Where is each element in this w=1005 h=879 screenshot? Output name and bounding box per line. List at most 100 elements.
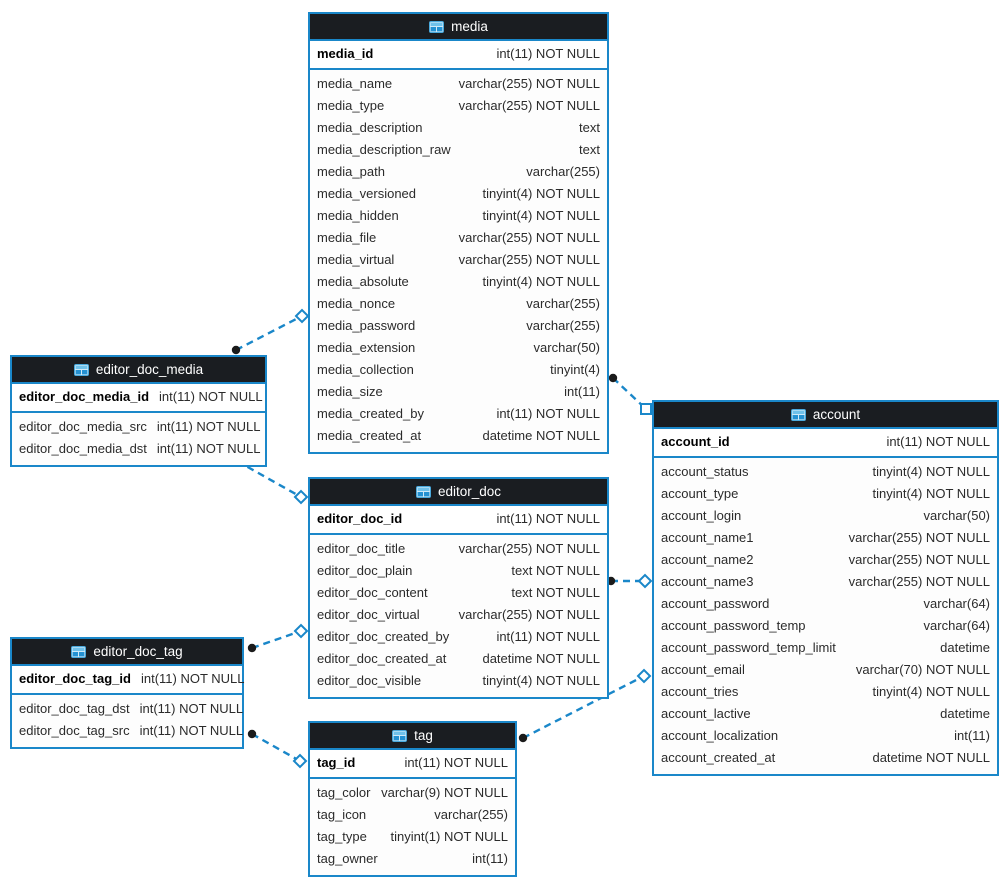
table-header[interactable]: editor_doc_media (12, 357, 265, 384)
table-header[interactable]: tag (310, 723, 515, 750)
relationship-editor_doc_tag-to-tag[interactable] (247, 729, 308, 769)
relationship-editor_doc-to-account[interactable] (606, 573, 653, 589)
column-name: media_absolute (317, 274, 409, 289)
column-name: account_password_temp_limit (661, 640, 836, 655)
column-name: editor_doc_tag_id (19, 671, 131, 686)
table-icon-wrap (429, 20, 445, 33)
table-header[interactable]: editor_doc_tag (12, 639, 242, 666)
table-grid-icon (415, 485, 431, 498)
relationship-line[interactable] (236, 459, 302, 499)
column-type: int(11) NOT NULL (496, 406, 600, 421)
column-name: editor_doc_created_at (317, 651, 447, 666)
column-type: int(11) (954, 728, 990, 743)
relationship-endpoint-dot (247, 643, 257, 653)
column-name: account_id (661, 434, 730, 449)
table-header[interactable]: media (310, 14, 607, 41)
table-header[interactable]: account (654, 402, 997, 429)
table-header[interactable]: editor_doc (310, 479, 607, 506)
table-grid-icon (392, 729, 408, 742)
relationship-endpoint-diamond (293, 489, 309, 505)
table-grid-icon (429, 20, 445, 33)
column-name: account_name3 (661, 574, 754, 589)
relationship-endpoint-dot (247, 729, 257, 739)
column-type: varchar(255) NOT NULL (458, 541, 600, 556)
relationship-media-to-account[interactable] (608, 373, 652, 415)
relationship-line[interactable] (251, 629, 302, 650)
relationship-line[interactable] (522, 674, 645, 740)
column-type: int(11) NOT NULL (404, 755, 508, 770)
column-type: int(11) NOT NULL (156, 419, 261, 434)
relationship-line[interactable] (235, 314, 303, 352)
table-title: editor_doc (437, 484, 502, 499)
column-type: varchar(255) NOT NULL (848, 574, 990, 589)
relationship-line[interactable] (251, 732, 301, 763)
relationship-tag-to-account[interactable] (518, 668, 652, 743)
column-row[interactable]: account_name3 varchar(255) NOT NULL (661, 571, 990, 593)
relationship-editor_doc_tag-to-editor_doc[interactable] (247, 623, 309, 653)
column-type: int(11) NOT NULL (159, 389, 263, 404)
column-type: varchar(255) NOT NULL (458, 252, 600, 267)
column-name: editor_doc_visible (317, 673, 422, 688)
column-type: datetime NOT NULL (482, 428, 600, 443)
relationship-editor_doc_media-to-media[interactable] (231, 308, 310, 355)
